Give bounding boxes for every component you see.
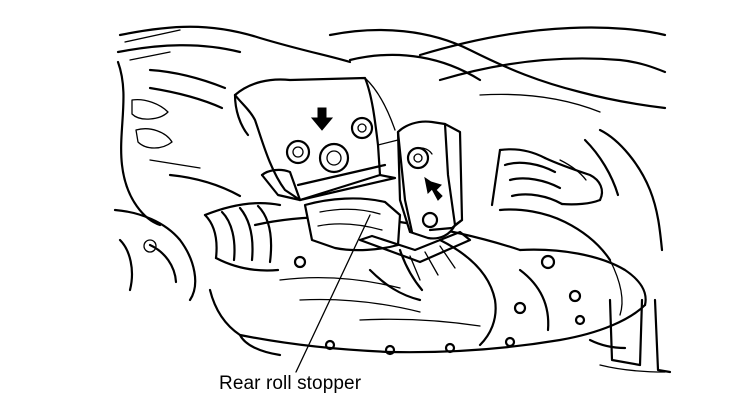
arrow-right: [424, 176, 443, 201]
bracket-bolts: [285, 116, 374, 174]
roll-stopper-side-plate: [396, 120, 464, 240]
roll-stopper-mount: [303, 197, 472, 302]
right-driveshaft-boot: [490, 148, 604, 207]
upper-right-frame: [328, 26, 667, 252]
left-driveshaft-boot: [113, 201, 282, 302]
arrow-top: [310, 107, 334, 131]
callout-leader-line: [295, 214, 371, 373]
roll-stopper-bracket: [233, 76, 399, 202]
rear-roll-stopper-label: Rear roll stopper: [219, 373, 362, 394]
upper-body-frame: [116, 25, 352, 227]
lower-right-frame: [588, 298, 672, 374]
transaxle-case: [208, 208, 647, 357]
